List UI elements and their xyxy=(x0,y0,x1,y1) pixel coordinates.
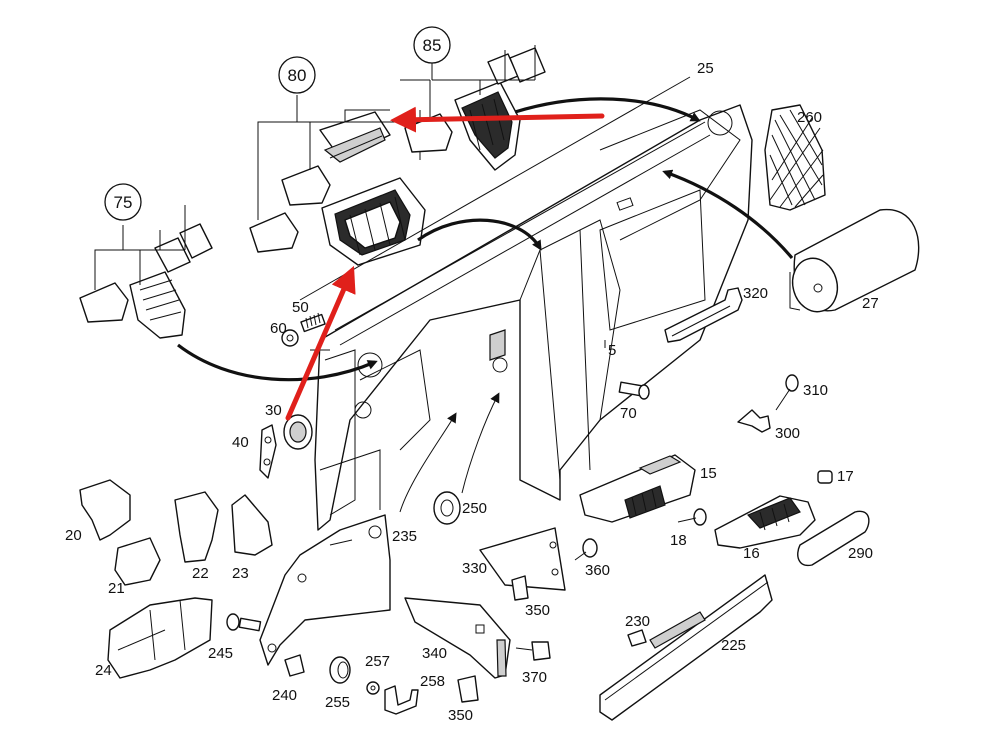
vent-group-85 xyxy=(400,45,546,171)
airbag-module-27 xyxy=(789,208,920,313)
label-22: 22 xyxy=(192,565,209,582)
red-arrow-top-vent xyxy=(390,106,605,133)
duct-22 xyxy=(174,491,219,563)
label-23: 23 xyxy=(232,565,249,582)
label-340: 340 xyxy=(422,645,447,662)
label-235: 235 xyxy=(392,528,417,545)
knee-panel-235 xyxy=(259,514,391,666)
label-320: 320 xyxy=(743,285,768,302)
glovebox-lid-225 xyxy=(599,574,773,721)
label-350-lower: 350 xyxy=(448,707,473,724)
label-27: 27 xyxy=(862,295,879,312)
bulb-17 xyxy=(817,470,833,484)
black-arrow-85 xyxy=(514,97,701,122)
cover-290 xyxy=(797,510,870,567)
label-18: 18 xyxy=(670,532,687,549)
callout-85: 85 xyxy=(413,26,451,64)
bracket-258 xyxy=(384,685,419,715)
label-50: 50 xyxy=(292,299,309,316)
panel-340 xyxy=(404,597,511,679)
vent-group-75 xyxy=(79,205,213,339)
label-350-upper: 350 xyxy=(525,602,550,619)
bracket-40 xyxy=(259,424,277,479)
black-arrow-27 xyxy=(662,169,794,260)
screw-370 xyxy=(515,641,551,661)
callout-75: 75 xyxy=(104,183,142,221)
screw-70 xyxy=(618,381,650,400)
svg-text:75: 75 xyxy=(114,193,133,212)
duct-21 xyxy=(114,537,161,586)
label-40: 40 xyxy=(232,434,249,451)
label-60: 60 xyxy=(270,320,287,337)
grab-handle-320 xyxy=(664,287,743,343)
label-20: 20 xyxy=(65,527,82,544)
label-21: 21 xyxy=(108,580,125,597)
duct-20 xyxy=(79,479,131,541)
label-230: 230 xyxy=(625,613,650,630)
switch-panel-15 xyxy=(579,454,696,523)
screw-310 xyxy=(775,374,799,411)
grommet-250 xyxy=(433,491,461,525)
clip-230 xyxy=(627,629,647,647)
label-245: 245 xyxy=(208,645,233,662)
label-257: 257 xyxy=(365,653,390,670)
label-70: 70 xyxy=(620,405,637,422)
label-240: 240 xyxy=(272,687,297,704)
label-310: 310 xyxy=(803,382,828,399)
bolt-50 xyxy=(300,312,326,333)
label-25: 25 xyxy=(697,60,714,77)
duct-23 xyxy=(231,494,273,556)
label-30: 30 xyxy=(265,402,282,419)
leader-arrow-235 xyxy=(399,412,457,513)
duct-24 xyxy=(107,597,213,679)
label-258: 258 xyxy=(420,673,445,690)
label-15: 15 xyxy=(700,465,717,482)
cover-330 xyxy=(479,527,566,591)
label-330: 330 xyxy=(462,560,487,577)
clip-350b xyxy=(457,675,479,703)
black-arrow-80 xyxy=(417,218,542,251)
clip-300 xyxy=(737,409,771,433)
label-360: 360 xyxy=(585,562,610,579)
switch-panel-16 xyxy=(714,495,816,549)
dashboard-carrier-part xyxy=(314,104,753,531)
side-trim-260 xyxy=(764,104,826,211)
label-17: 17 xyxy=(837,468,854,485)
glovebox-area xyxy=(599,189,706,331)
switch-30 xyxy=(283,414,313,450)
red-arrow-center-vent xyxy=(285,265,356,421)
svg-text:85: 85 xyxy=(423,36,442,55)
black-arrow-75 xyxy=(177,343,378,382)
label-300: 300 xyxy=(775,425,800,442)
plug-255 xyxy=(329,656,351,684)
washer-60 xyxy=(281,329,299,347)
label-370: 370 xyxy=(522,669,547,686)
screw-18 xyxy=(677,508,707,526)
label-255: 255 xyxy=(325,694,350,711)
callout-80: 80 xyxy=(278,56,316,94)
clip-350a xyxy=(511,575,529,601)
label-5: 5 xyxy=(608,342,616,359)
label-24: 24 xyxy=(95,662,112,679)
label-260: 260 xyxy=(797,109,822,126)
screw-360 xyxy=(574,538,598,561)
label-290: 290 xyxy=(848,545,873,562)
label-250: 250 xyxy=(462,500,487,517)
clip-240 xyxy=(284,654,305,677)
vent-group-80 xyxy=(249,95,426,266)
screw-245 xyxy=(226,613,262,632)
label-16: 16 xyxy=(743,545,760,562)
svg-text:80: 80 xyxy=(288,66,307,85)
leader-25 xyxy=(299,76,691,301)
washer-257 xyxy=(366,681,380,695)
label-225: 225 xyxy=(721,637,746,654)
leader-arrow-250 xyxy=(461,392,500,494)
